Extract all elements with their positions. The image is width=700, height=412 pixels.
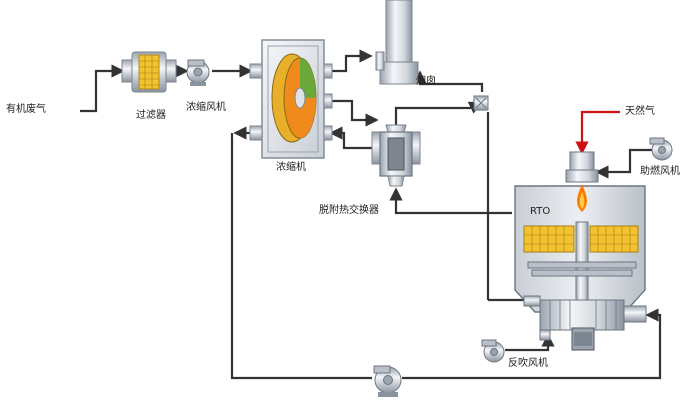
pipe-concentrator-to-chimney [330,49,373,73]
label-waste-gas: 有机废气 [6,104,46,115]
pipe-network [80,49,662,380]
pipe-waste-to-filter [80,64,125,113]
concentrator [249,39,333,159]
label-reverse-fan: 反吹风机 [508,358,548,369]
pipe-combustion-air [595,148,654,179]
chimney [375,0,419,85]
fan-icon [649,137,673,161]
pipe-hx-to-concentrator [329,126,376,150]
label-desorption-hx: 脱附热交换器 [319,205,379,216]
fan-icon [481,339,505,363]
pipe-valve-to-chimney [413,70,484,92]
rto-unit [514,151,647,351]
fan-icon [186,59,210,86]
valve-icon [473,95,489,111]
label-concentrator: 浓缩机 [276,162,306,173]
label-natural-gas: 天然气 [625,106,655,117]
label-filter: 过滤器 [136,110,166,121]
pipe-natural-gas [575,110,620,155]
label-rto: RTO [530,206,551,217]
label-combustion-fan: 助燃风机 [640,166,680,177]
label-concentration-fan: 浓缩风机 [186,102,226,113]
fan-icon [373,365,402,397]
pipe-concentrator-to-hx [330,99,379,127]
filter [121,51,177,93]
pipe-fan-to-rto [402,308,662,380]
heat-exchanger [371,124,421,187]
pipe-concentrator-loop [230,133,372,380]
pipe-reverse-fan [505,333,555,352]
label-chimney: 烟囱 [416,76,436,87]
pipe-hx-to-valve [394,101,483,125]
pipe-rto-to-hx [389,187,512,215]
